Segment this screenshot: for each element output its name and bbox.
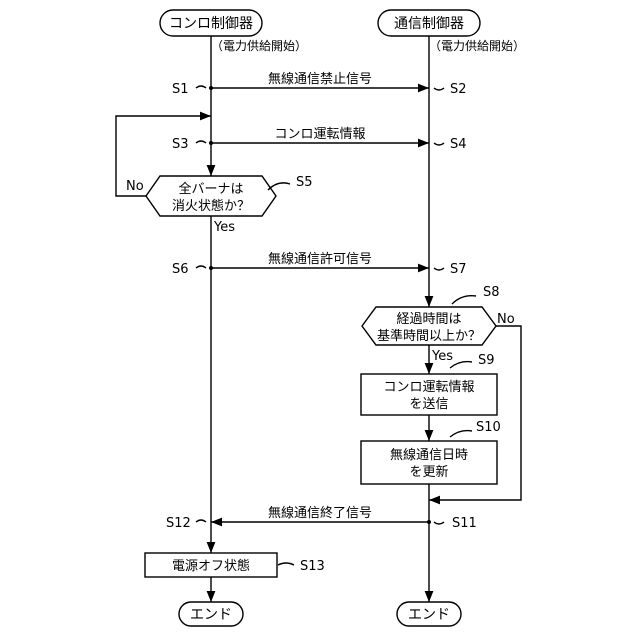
decision-s8-line1: 経過時間は — [396, 312, 461, 327]
process-s13-label: 電源オフ状態 — [172, 558, 250, 574]
decision-s5-no: No — [126, 179, 144, 194]
process-s9-line2: を送信 — [409, 397, 448, 412]
process-s10-line2: を更新 — [409, 464, 448, 480]
leader-s2 — [434, 88, 444, 90]
left-lane-subtitle: （電力供給開始） — [211, 39, 307, 53]
right-lane-subtitle: （電力供給開始） — [429, 39, 525, 53]
step-s2: S2 — [450, 82, 467, 97]
message-label-1: 無線通信禁止信号 — [268, 71, 372, 87]
step-s5: S5 — [296, 175, 313, 190]
leader-s6 — [196, 266, 206, 268]
left-end-terminal: エンド — [179, 602, 243, 626]
leader-s4 — [434, 143, 444, 145]
step-s7: S7 — [450, 262, 467, 277]
leader-s7 — [434, 268, 444, 270]
step-s3: S3 — [172, 137, 189, 152]
right-end-terminal: エンド — [397, 602, 461, 626]
decision-s8-yes: Yes — [431, 349, 453, 364]
step-s4: S4 — [450, 137, 467, 152]
message-label-4: 無線通信終了信号 — [268, 505, 372, 521]
step-s11: S11 — [452, 516, 477, 531]
right-lane-title: 通信制御器 — [394, 16, 464, 32]
leader-s8 — [452, 296, 476, 304]
message-label-3: 無線通信許可信号 — [268, 251, 372, 267]
decision-s8-no: No — [497, 312, 515, 327]
leader-s1 — [196, 86, 206, 88]
step-s10: S10 — [476, 420, 501, 435]
right-lane-header: 通信制御器 — [378, 10, 480, 36]
message-label-2: コンロ運転情報 — [274, 127, 365, 142]
left-lane-header: コンロ制御器 — [160, 10, 262, 36]
step-s13: S13 — [300, 559, 325, 574]
leader-s10 — [450, 431, 472, 437]
step-s9: S9 — [478, 353, 495, 368]
process-s9-line1: コンロ運転情報 — [383, 380, 474, 395]
step-s6: S6 — [172, 262, 189, 277]
decision-s8-line2: 基準時間以上か？ — [377, 328, 481, 344]
leader-s11 — [434, 522, 444, 524]
leader-s3 — [196, 141, 206, 143]
leader-s13 — [278, 563, 294, 565]
left-end-label: エンド — [190, 607, 232, 623]
decision-s5-line1: 全バーナは — [178, 181, 243, 197]
decision-s5-line2: 消火状態か？ — [172, 198, 250, 214]
process-s10-line1: 無線通信日時 — [390, 447, 468, 463]
leader-s9 — [450, 362, 472, 368]
leader-s12 — [196, 520, 206, 522]
step-s8: S8 — [483, 285, 500, 300]
step-s1: S1 — [172, 82, 189, 97]
left-lane-title: コンロ制御器 — [169, 16, 253, 32]
decision-s5-yes: Yes — [213, 220, 235, 235]
right-end-label: エンド — [408, 607, 450, 623]
step-s12: S12 — [166, 516, 191, 531]
